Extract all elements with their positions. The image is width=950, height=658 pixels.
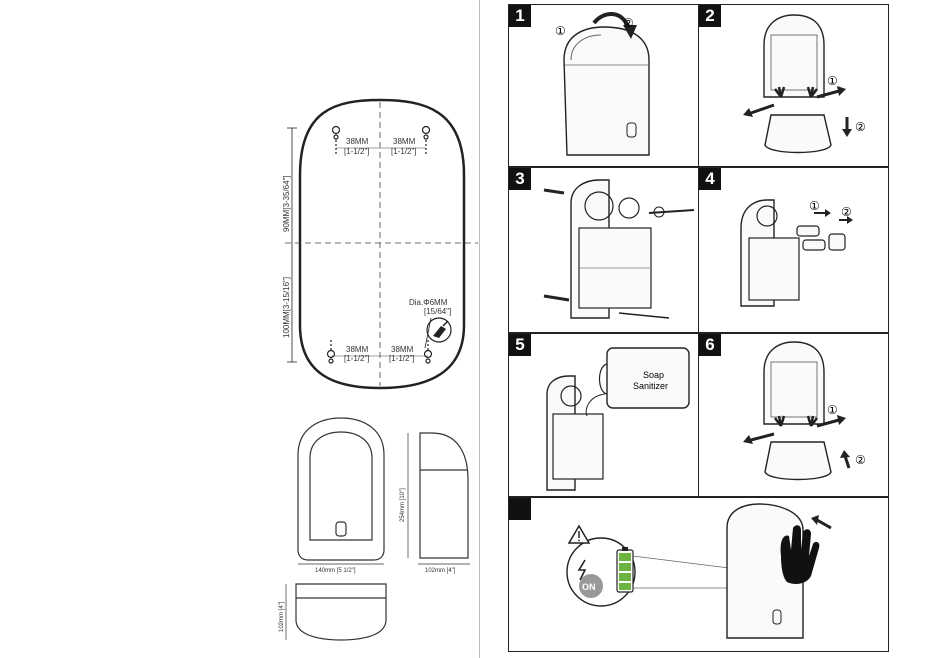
refill-label-soap: Soap	[643, 370, 664, 380]
screw-top-icon	[544, 190, 564, 193]
step-2-illustration: ① ②	[699, 5, 890, 168]
step-2-callout-1: ①	[827, 74, 838, 88]
height-dimension-label: 254mm [10"]	[400, 488, 406, 522]
top-view	[296, 584, 386, 640]
dimension-views: 140mm [5 1/2"] 254mm [10"] 102mm [4"] 10…	[0, 0, 480, 658]
step-1-callout-1: ①	[555, 24, 566, 38]
power-on-label: ON	[582, 582, 596, 592]
step-5-panel: 5 Soap Sanitizer	[508, 333, 699, 497]
step-1-callout-2: ②	[623, 16, 634, 30]
step-1-illustration: ① ②	[509, 5, 700, 168]
battery-cover-icon	[829, 234, 845, 250]
step-6-illustration: ① ②	[699, 334, 890, 498]
front-view	[298, 418, 384, 560]
step-1-panel: 1 ① ②	[508, 4, 699, 167]
screw-bottom-icon	[544, 296, 569, 300]
step-3-panel: 3	[508, 167, 699, 333]
step-4-callout-2: ②	[841, 205, 852, 219]
step-4-panel: 4 ① ②	[698, 167, 889, 333]
arrow-icon	[817, 520, 831, 528]
step-5-illustration: Soap Sanitizer	[509, 334, 700, 498]
step-7-illustration: ON	[509, 498, 890, 653]
step-2-callout-2: ②	[855, 120, 866, 134]
depth-dimension-label: 102mm [4"]	[425, 568, 456, 574]
step-6-panel: 6 ① ②	[698, 333, 889, 497]
top-depth-dimension-label: 102mm [4"]	[279, 601, 285, 632]
step-6-callout-2: ②	[855, 453, 866, 467]
warning-triangle-icon	[569, 526, 589, 543]
step-2-panel: 2 ① ②	[698, 4, 889, 167]
step-6-callout-1: ①	[827, 403, 838, 417]
battery-icon	[617, 547, 633, 592]
step-4-illustration: ① ②	[699, 168, 890, 334]
width-dimension-label: 140mm [5 1/2"]	[315, 568, 356, 574]
refill-label-sanitizer: Sanitizer	[633, 381, 668, 391]
battery-icon	[797, 226, 825, 250]
step-4-callout-1: ①	[809, 199, 820, 213]
step-7-panel: ON	[508, 497, 889, 652]
step-3-illustration	[509, 168, 700, 334]
side-view	[420, 433, 468, 558]
screwdriver-icon	[649, 207, 694, 217]
